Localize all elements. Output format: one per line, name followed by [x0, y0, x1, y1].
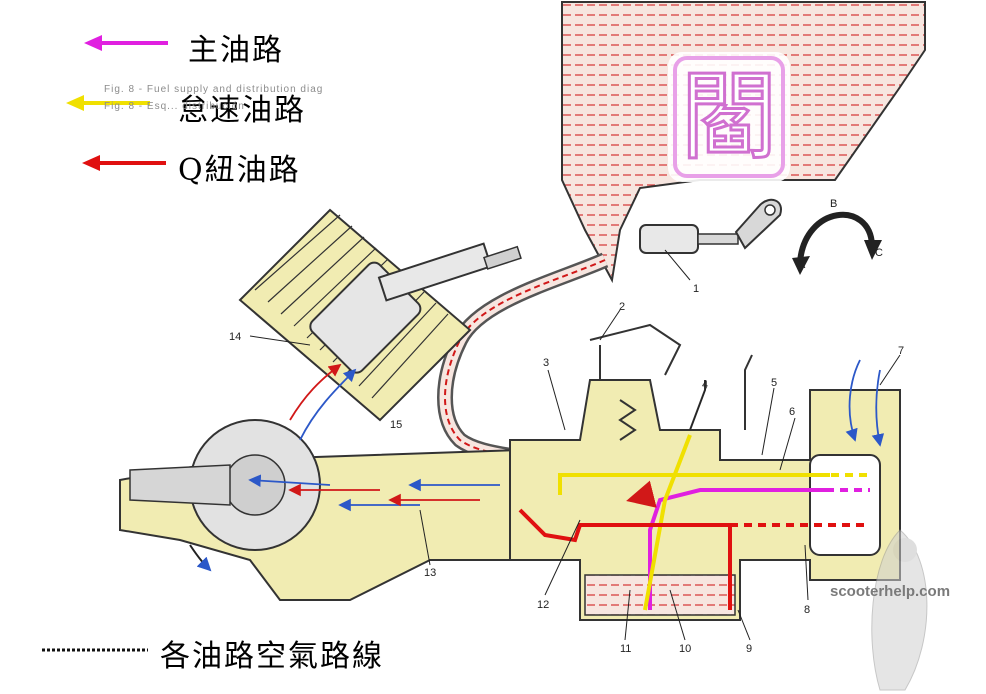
part-label-1: 1 — [693, 283, 699, 295]
rotation-label-a: A — [798, 259, 806, 271]
part-label-8: 8 — [804, 604, 810, 616]
part-label-7: 7 — [898, 345, 904, 357]
part-label-3: 3 — [543, 357, 549, 369]
stamp-seal: 閻 — [668, 52, 790, 182]
legend-label-main: 主油路 — [188, 33, 284, 68]
fuel-tap — [639, 198, 782, 254]
carburetor-body — [509, 379, 901, 621]
legend-label-idle: 怠速油路 — [178, 93, 306, 128]
legend-label-air: 各油路空氣路線 — [160, 639, 384, 674]
crank-rotation-arrow — [189, 544, 212, 572]
cables — [689, 354, 753, 431]
legend-arrow-choke — [82, 155, 166, 171]
spark-plug — [377, 242, 522, 302]
tap-rotation-arrows — [792, 211, 882, 275]
air-flow-arrows — [248, 359, 885, 512]
svg-text:閻: 閻 — [681, 61, 777, 173]
part-label-13: 13 — [424, 567, 436, 579]
part-label-14: 14 — [229, 331, 241, 343]
engine-cylinder — [238, 208, 472, 422]
part-label-11: 11 — [620, 643, 631, 655]
part-label-9: 9 — [746, 643, 752, 655]
legend-arrow-idle — [66, 95, 150, 111]
fuel-mixture-arrows — [288, 363, 480, 507]
leader-lines — [249, 249, 901, 641]
figure-caption-line1: Fig. 8 - Fuel supply and distribution di… — [104, 84, 324, 95]
part-label-6: 6 — [789, 406, 795, 418]
rotation-label-b: B — [830, 198, 837, 210]
figure-caption-line2: Fig. 8 - Esq... distribución — [104, 101, 245, 112]
part-label-2: 2 — [619, 301, 625, 313]
main-fuel-path — [626, 480, 870, 610]
part-label-12: 12 — [537, 599, 549, 611]
part-label-10: 10 — [679, 643, 691, 655]
legend-arrow-main — [84, 35, 168, 51]
choke-fuel-path — [518, 508, 870, 610]
watermark-text: scooterhelp.com — [830, 583, 951, 600]
rotation-label-c: C — [875, 247, 883, 259]
idle-fuel-path — [558, 434, 870, 611]
part-label-15: 15 — [390, 419, 402, 431]
legend-label-choke: Q紐油路 — [178, 153, 301, 188]
throttle-linkage — [589, 323, 682, 441]
part-label-5: 5 — [771, 377, 777, 389]
part-label-4: 4 — [702, 379, 708, 391]
watermark-scooter-icon — [871, 529, 928, 691]
